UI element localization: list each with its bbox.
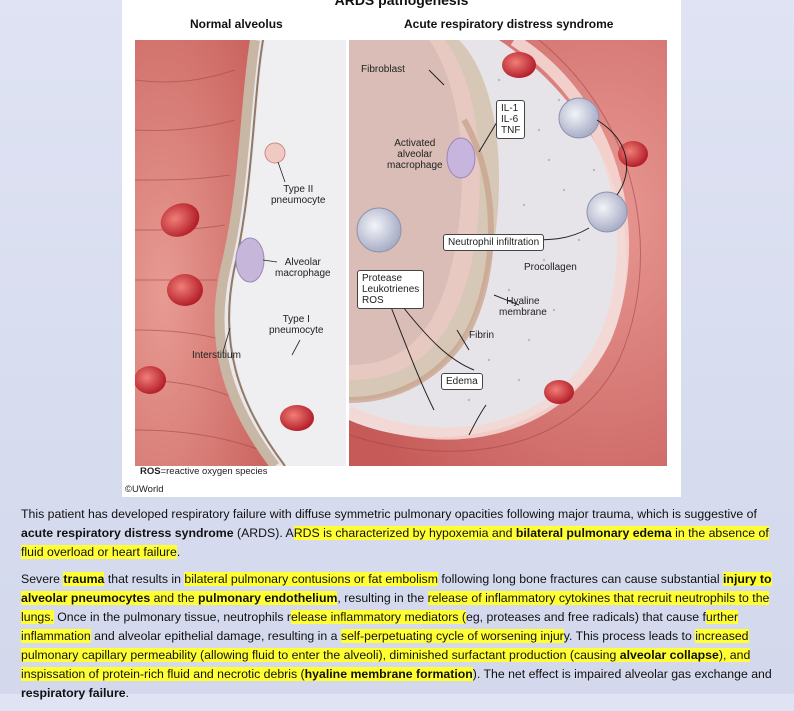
mediator-ros: ROS bbox=[362, 295, 384, 306]
cytokine-il1: IL-1 bbox=[501, 103, 519, 114]
right-panel-title: Acute respiratory distress syndrome bbox=[404, 17, 614, 31]
red-blood-cell bbox=[135, 366, 166, 394]
red-blood-cell bbox=[544, 380, 574, 404]
type2-pneumocyte-label: Type II pneumocyte bbox=[271, 184, 326, 206]
ards-alveolus-illustration: Fibroblast IL-1 IL-6 TNF Activated alveo… bbox=[349, 40, 667, 466]
copyright: ©UWorld bbox=[125, 484, 164, 495]
red-blood-cell bbox=[160, 203, 200, 237]
neutrophil-cell bbox=[558, 97, 600, 139]
procollagen-label: Procollagen bbox=[524, 262, 577, 273]
activated-macrophage-label: Activated alveolar macrophage bbox=[387, 138, 443, 171]
footnote: ROS=reactive oxygen species bbox=[140, 466, 268, 477]
ards-figure: ARDS pathogenesis Normal alveolus Acute … bbox=[122, 0, 681, 497]
alveolar-macrophage-label: Alveolar macrophage bbox=[275, 257, 331, 279]
activated-macrophage-cell bbox=[446, 137, 476, 179]
red-blood-cell bbox=[618, 141, 648, 167]
explanation-paragraph-2: Severe trauma that results in bilateral … bbox=[21, 572, 772, 700]
left-panel-title: Normal alveolus bbox=[190, 17, 283, 31]
figure-title: ARDS pathogenesis bbox=[334, 0, 469, 8]
fibrin-label: Fibrin bbox=[469, 330, 495, 341]
normal-alveolus-illustration: Type II pneumocyte Alveolar macrophage T… bbox=[135, 40, 346, 466]
type2-pneumocyte-cell bbox=[264, 142, 286, 164]
red-blood-cell bbox=[280, 405, 314, 431]
mediator-protease: Protease bbox=[362, 273, 403, 284]
red-blood-cell bbox=[502, 52, 536, 78]
cytokine-tnf: TNF bbox=[501, 125, 521, 136]
hyaline-membrane-label: Hyaline membrane bbox=[499, 296, 547, 318]
mediator-leukotrienes: Leukotrienes bbox=[362, 284, 420, 295]
edema-box: Edema bbox=[441, 373, 483, 390]
neutrophil-cell bbox=[356, 207, 402, 253]
explanation-paragraph-1: This patient has developed respiratory f… bbox=[21, 507, 769, 559]
cytokines-box: IL-1 IL-6 TNF bbox=[496, 100, 526, 139]
red-blood-cell bbox=[167, 274, 203, 306]
mediators-box: Protease Leukotrienes ROS bbox=[357, 270, 425, 309]
type1-pneumocyte-label: Type I pneumocyte bbox=[269, 314, 324, 336]
interstitium-label: Interstitium bbox=[192, 350, 241, 361]
neutrophil-infiltration-box: Neutrophil infiltration bbox=[443, 234, 545, 251]
neutrophil-cell bbox=[586, 191, 628, 233]
normal-alveolus-drawing bbox=[135, 40, 346, 466]
explanation-text: This patient has developed respiratory f… bbox=[21, 505, 779, 711]
fibroblast-label: Fibroblast bbox=[361, 64, 405, 75]
cytokine-il6: IL-6 bbox=[501, 114, 519, 125]
alveolar-macrophage-cell bbox=[235, 237, 265, 283]
